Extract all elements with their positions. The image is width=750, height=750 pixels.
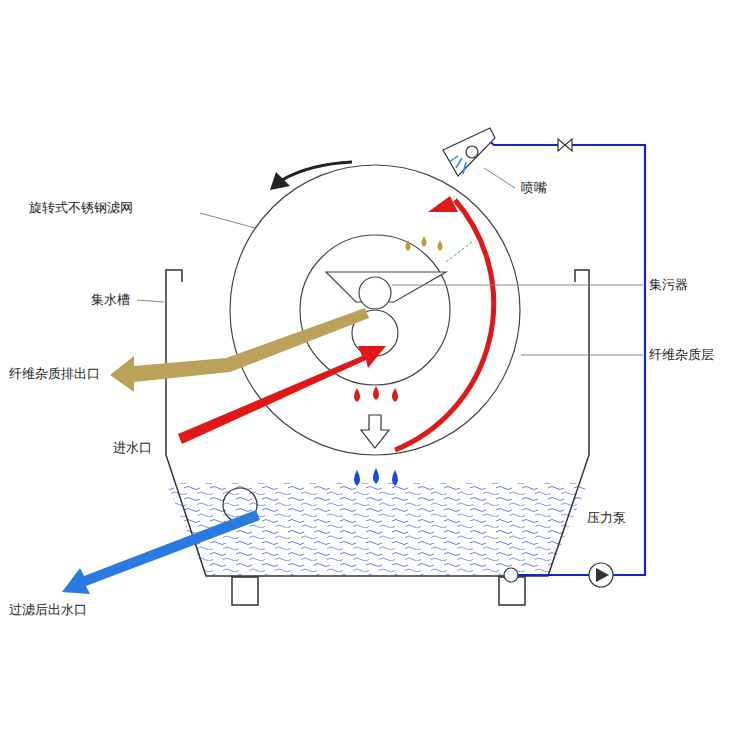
inlet-drops [354,386,398,402]
outlet-arrow [62,510,260,594]
dirt-drops [406,236,443,251]
inner-drum [300,235,450,385]
pressure-pump [589,563,613,587]
part-label: 纤维杂质层 [648,347,715,363]
valve-symbol [558,139,572,151]
rotary-screen [230,165,520,455]
fibre-discharge-arrow [110,308,369,392]
part-label: 集污器 [648,277,689,293]
inlet-arrow [178,346,386,444]
pump-intake [504,568,518,582]
rotation-head [270,172,290,190]
part-label: 旋转式不锈钢滤网 [28,200,134,216]
leader-lines [137,168,643,355]
nozzle-body [443,128,495,176]
part-label: 压力泵 [586,510,627,526]
fibre-layer-arrow [395,200,494,450]
rotation-arrow [282,162,352,180]
roller [359,277,391,309]
part-label: 集水槽 [90,292,131,308]
water-pipe [488,140,645,575]
flow-down-arrow [361,415,389,448]
filtered-drops [354,468,398,486]
fibre-layer-head [428,196,458,212]
nozzle-tip [466,146,478,158]
part-label: 纤维杂质排出口 [8,366,101,382]
pump-symbol [596,568,609,582]
part-label: 过滤后出水口 [8,602,88,618]
part-label: 进水口 [112,440,153,456]
spray [449,156,466,174]
spray-line [446,242,472,262]
tank-foot [232,577,258,605]
part-label: 喷嘴 [520,180,548,196]
